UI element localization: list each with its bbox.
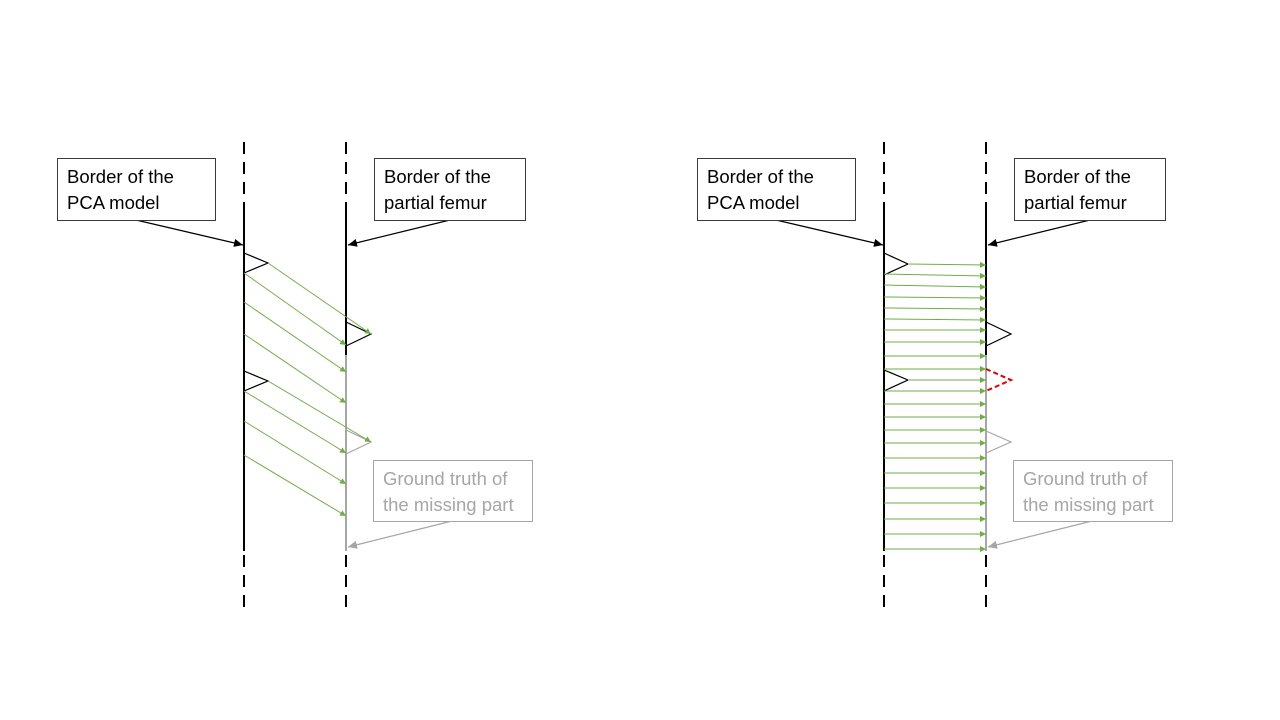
left-correspondence-arrow: [243, 420, 347, 485]
left-correspondence-arrow: [267, 380, 372, 443]
left-ground-truth-label: Ground truth of the missing part: [373, 460, 533, 522]
right-pca-notch-2: [883, 369, 910, 392]
right-ground-truth-notch: [985, 430, 1013, 454]
left-ground-truth-notch: [345, 429, 373, 455]
left-pca-notch-2: [243, 370, 270, 392]
right-pca-border-label: Border of the PCA model: [697, 158, 856, 221]
left-pca-callout-pointer: [135, 219, 244, 247]
left-pca-border-label: Border of the PCA model: [57, 158, 216, 221]
left-femur-border-label: Border of the partial femur: [374, 158, 526, 221]
right-ground-truth-label: Ground truth of the missing part: [1013, 460, 1173, 522]
left-correspondence-arrow: [243, 454, 347, 517]
right-pca-callout-pointer: [775, 219, 884, 247]
left-panel: [135, 142, 453, 612]
right-correspondence-arrow: [883, 294, 987, 301]
right-correspondence-arrow: [883, 305, 987, 312]
left-correspondence-arrow: [243, 390, 347, 454]
right-correspondence-arrow: [883, 283, 987, 290]
right-error-notch: [985, 368, 1014, 392]
right-correspondence-arrow: [883, 272, 987, 279]
right-femur-callout-pointer: [987, 219, 1091, 247]
right-correspondence-arrow: [907, 261, 987, 268]
right-femur-notch: [985, 321, 1013, 347]
right-femur-border-label: Border of the partial femur: [1014, 158, 1166, 221]
right-pca-notch-1: [883, 252, 910, 276]
right-panel: [775, 142, 1093, 612]
left-correspondence-arrow: [243, 301, 347, 373]
left-femur-callout-pointer: [347, 219, 451, 247]
left-correspondence-arrow: [267, 262, 372, 335]
left-correspondence-arrow: [243, 272, 347, 346]
left-ground-truth-callout-pointer: [347, 520, 453, 549]
left-pca-notch-1: [243, 252, 270, 274]
left-correspondence-arrow: [243, 333, 347, 404]
right-correspondence-arrow: [883, 316, 987, 323]
right-ground-truth-callout-pointer: [987, 520, 1093, 549]
